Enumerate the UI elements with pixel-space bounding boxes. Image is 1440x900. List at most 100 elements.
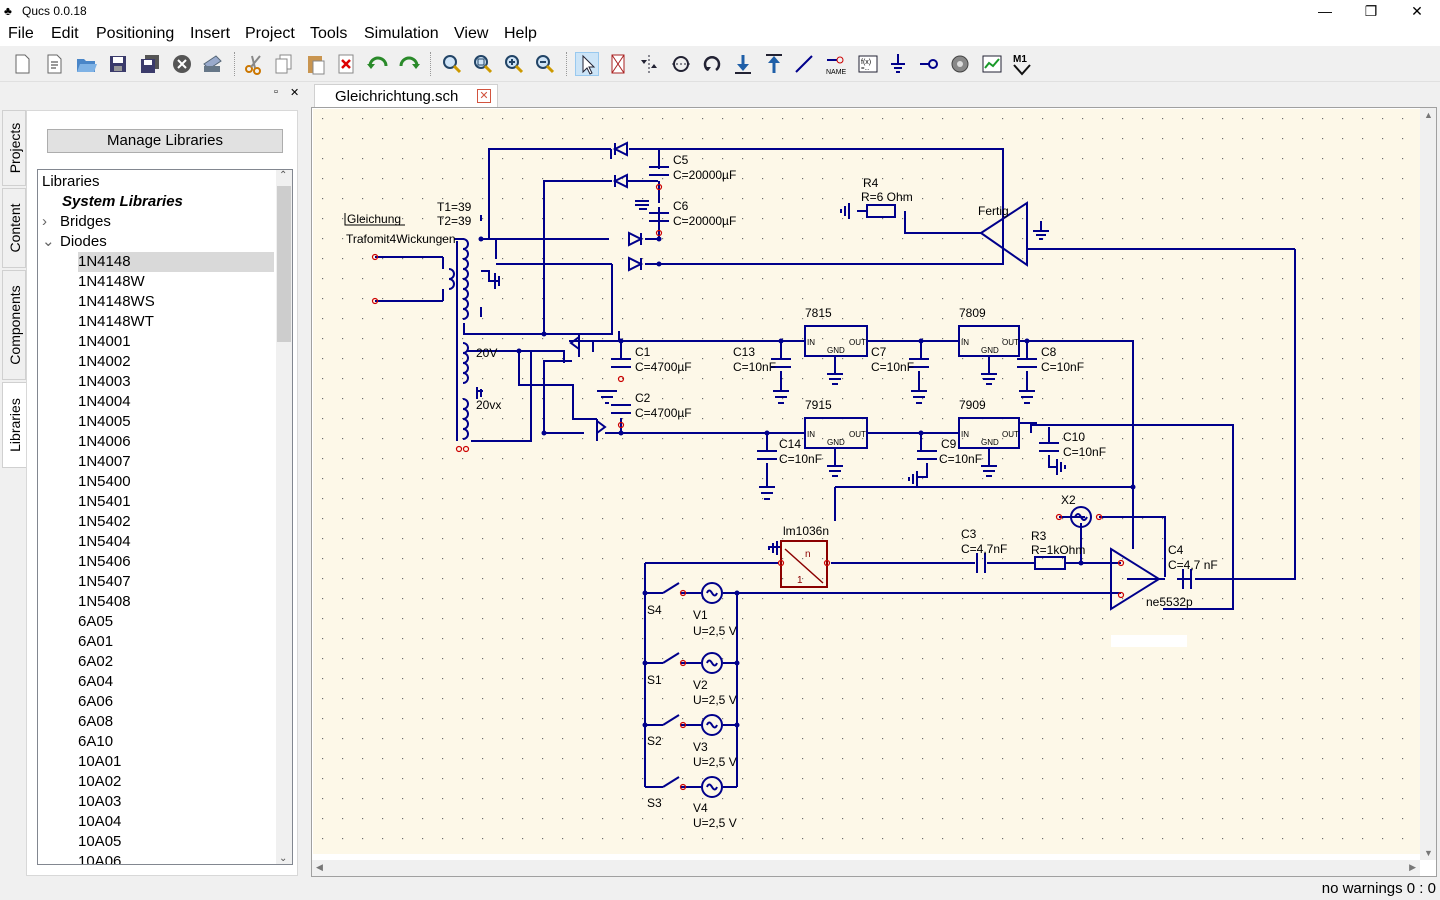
library-item[interactable]: 6A04	[78, 673, 114, 690]
library-item[interactable]: 6A01	[78, 633, 114, 650]
tree-group-diodes[interactable]: ⌄Diodes	[42, 233, 107, 250]
library-item[interactable]: 1N4007	[78, 453, 131, 470]
library-item[interactable]: 1N4006	[78, 433, 131, 450]
rotate-icon[interactable]	[701, 52, 725, 76]
tree-scrollbar[interactable]: ⌃ ⌄	[276, 170, 292, 864]
tab-components[interactable]: Components	[2, 270, 26, 380]
cut-icon[interactable]	[242, 52, 266, 76]
menu-tools[interactable]: Tools	[310, 25, 348, 42]
library-item[interactable]: 6A06	[78, 693, 114, 710]
go-out-icon[interactable]	[762, 52, 786, 76]
library-item[interactable]: 10A05	[78, 833, 122, 850]
canvas-vertical-scrollbar[interactable]: ▲ ▼	[1420, 108, 1436, 860]
library-item[interactable]: 6A02	[78, 653, 114, 670]
save-icon[interactable]	[106, 52, 130, 76]
library-item[interactable]: 10A06	[78, 853, 122, 865]
tab-projects[interactable]: Projects	[2, 110, 26, 186]
chevron-down-icon[interactable]: ⌄	[42, 233, 55, 250]
library-item[interactable]: 10A03	[78, 793, 122, 810]
library-item[interactable]: 1N5407	[78, 573, 131, 590]
library-item[interactable]: 1N5406	[78, 553, 131, 570]
deactivate-icon[interactable]	[606, 52, 630, 76]
menu-project[interactable]: Project	[245, 25, 295, 42]
print-icon[interactable]	[200, 52, 224, 76]
tab-libraries[interactable]: Libraries	[2, 382, 26, 468]
zoom-in-icon[interactable]	[502, 52, 526, 76]
select-icon[interactable]	[575, 52, 599, 76]
save-all-icon[interactable]	[138, 52, 162, 76]
zoom-fit-icon[interactable]	[440, 52, 464, 76]
minimize-button[interactable]: —	[1318, 3, 1332, 19]
library-item[interactable]: 1N5404	[78, 533, 131, 550]
tree-root[interactable]: Libraries	[42, 173, 100, 190]
paste-icon[interactable]	[304, 52, 328, 76]
menu-simulation[interactable]: Simulation	[364, 25, 439, 42]
library-item[interactable]: 6A05	[78, 613, 114, 630]
simulate-icon[interactable]	[948, 52, 972, 76]
scroll-up-icon[interactable]: ▲	[1424, 110, 1433, 120]
undo-icon[interactable]	[366, 52, 390, 76]
library-item[interactable]: 1N4003	[78, 373, 131, 390]
library-item[interactable]: 10A02	[78, 773, 122, 790]
canvas-horizontal-scrollbar[interactable]: ◀ ▶	[312, 860, 1420, 876]
library-item[interactable]: 1N5408	[78, 593, 131, 610]
equation-icon[interactable]: f(x)=...	[856, 52, 880, 76]
library-item[interactable]: 10A01	[78, 753, 122, 770]
menu-edit[interactable]: Edit	[51, 25, 79, 42]
library-item[interactable]: 1N4004	[78, 393, 131, 410]
menu-insert[interactable]: Insert	[190, 25, 231, 42]
tab-close-icon[interactable]: ✕	[477, 89, 491, 103]
redo-icon[interactable]	[397, 52, 421, 76]
scroll-down-icon[interactable]: ⌄	[279, 853, 288, 864]
schematic-drawing[interactable]: Gleichung Trafomit4Wickungen T1=39 T2=39…	[313, 109, 1420, 854]
library-item[interactable]: 1N5400	[78, 473, 131, 490]
scroll-left-icon[interactable]: ◀	[316, 862, 323, 872]
scroll-up-icon[interactable]: ⌃	[279, 170, 288, 181]
mirror-y-icon[interactable]	[669, 52, 693, 76]
library-item[interactable]: 1N4148	[78, 252, 274, 272]
copy-icon[interactable]	[272, 52, 296, 76]
scroll-down-icon[interactable]: ▼	[1424, 848, 1433, 858]
library-tree[interactable]: Libraries System Libraries ›Bridges ⌄Dio…	[37, 169, 293, 865]
library-item[interactable]: 1N4148W	[78, 273, 145, 290]
maximize-button[interactable]: ❐	[1364, 3, 1378, 19]
tree-system-libraries[interactable]: System Libraries	[62, 193, 183, 210]
library-item[interactable]: 1N4148WT	[78, 313, 154, 330]
menu-file[interactable]: File	[8, 25, 34, 42]
wire-icon[interactable]	[792, 52, 816, 76]
close-window-button[interactable]: ✕	[1411, 3, 1423, 19]
zoom-selection-icon[interactable]	[471, 52, 495, 76]
library-item[interactable]: 10A04	[78, 813, 122, 830]
tree-scroll-thumb[interactable]	[277, 186, 291, 342]
library-item[interactable]: 6A10	[78, 733, 114, 750]
tab-content[interactable]: Content	[2, 188, 26, 268]
zoom-out-icon[interactable]	[533, 52, 557, 76]
tab-gleichrichtung[interactable]: Gleichrichtung.sch ✕	[314, 84, 498, 108]
menu-view[interactable]: View	[454, 25, 489, 42]
library-item[interactable]: 1N5401	[78, 493, 131, 510]
library-item[interactable]: 1N5402	[78, 513, 131, 530]
schematic-canvas[interactable]: Gleichung Trafomit4Wickungen T1=39 T2=39…	[311, 107, 1437, 877]
port-icon[interactable]	[917, 52, 941, 76]
library-item[interactable]: 1N4001	[78, 333, 131, 350]
library-item[interactable]: 6A08	[78, 713, 114, 730]
wire-label-icon[interactable]: NAME	[824, 52, 848, 76]
ground-icon[interactable]	[886, 52, 910, 76]
scroll-right-icon[interactable]: ▶	[1409, 862, 1416, 872]
dock-close-icon[interactable]: ✕	[290, 87, 300, 99]
library-item[interactable]: 1N4148WS	[78, 293, 155, 310]
open-icon[interactable]	[74, 52, 98, 76]
marker-icon[interactable]: M1	[1010, 52, 1034, 76]
new-icon[interactable]	[10, 52, 34, 76]
manage-libraries-button[interactable]: Manage Libraries	[47, 129, 283, 153]
new-text-icon[interactable]	[42, 52, 66, 76]
menu-help[interactable]: Help	[504, 25, 537, 42]
delete-icon[interactable]	[334, 52, 358, 76]
mirror-x-icon[interactable]	[637, 52, 661, 76]
library-item[interactable]: 1N4005	[78, 413, 131, 430]
go-into-icon[interactable]	[731, 52, 755, 76]
tree-group-bridges[interactable]: ›Bridges	[42, 213, 111, 230]
chevron-right-icon[interactable]: ›	[42, 213, 47, 230]
menu-positioning[interactable]: Positioning	[96, 25, 175, 42]
library-item[interactable]: 1N4002	[78, 353, 131, 370]
